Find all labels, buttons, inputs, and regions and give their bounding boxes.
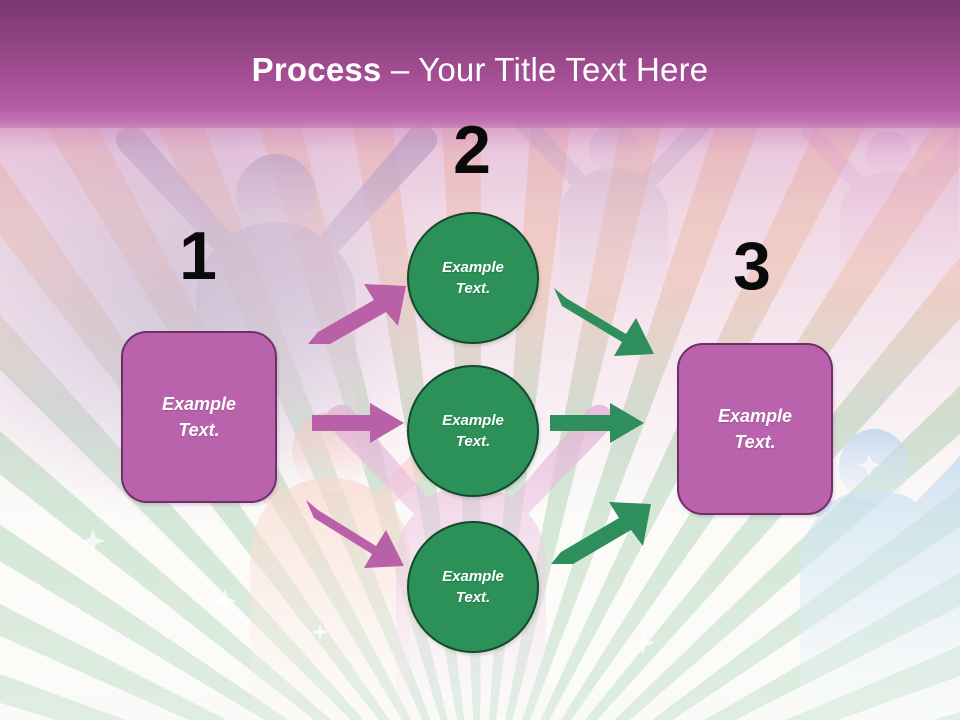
step-2-circle-3-label: Example Text. [442,568,504,606]
purple-arrow-down-right-icon [306,500,404,568]
step-2-circle-1-label: Example Text. [442,259,504,297]
title-band-fade [0,112,960,152]
step-3-box[interactable]: Example Text. [677,343,833,515]
step-number-2: 2 [453,112,491,188]
step-1-box[interactable]: Example Text. [121,331,277,503]
step-number-3: 3 [733,228,771,304]
green-arrow-right-icon [550,403,644,443]
page-title: Process – Your Title Text Here [0,50,960,90]
step-2-circle-3[interactable]: Example Text. [407,521,539,653]
step-2-circle-1[interactable]: Example Text. [407,212,539,344]
page-title-rest: – Your Title Text Here [381,51,709,88]
step-2-circle-2-label: Example Text. [442,412,504,450]
step-3-label: Example Text. [717,406,793,452]
step-1-label: Example Text. [161,394,237,440]
page-title-bold: Process [251,51,382,88]
purple-arrow-right-icon [312,403,404,443]
green-arrow-up-right-icon [551,502,651,564]
purple-arrow-up-right-icon [308,284,406,344]
step-number-1: 1 [179,218,217,294]
title-band [0,0,960,128]
green-arrow-down-right-icon [554,288,654,356]
step-2-circle-2[interactable]: Example Text. [407,365,539,497]
